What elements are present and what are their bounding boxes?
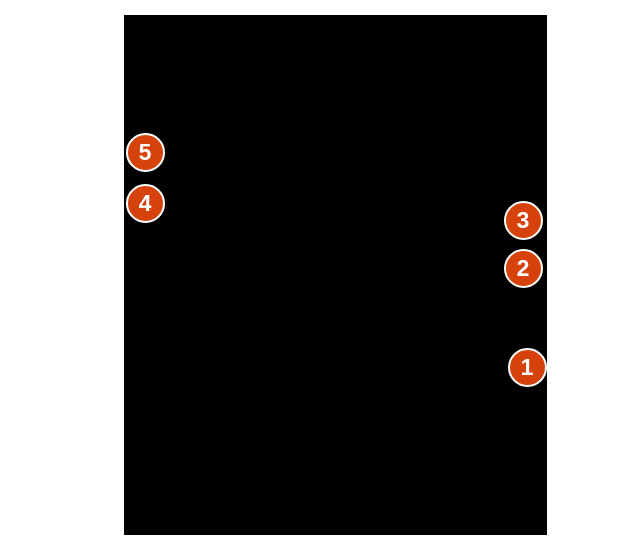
marker-badge-4[interactable]: 4 <box>125 183 165 223</box>
marker-badge-2[interactable]: 2 <box>503 248 543 288</box>
marker-badge-3[interactable]: 3 <box>503 200 543 240</box>
screenshot-content-area <box>124 15 547 535</box>
marker-badge-1[interactable]: 1 <box>507 347 547 387</box>
marker-badge-5[interactable]: 5 <box>125 132 165 172</box>
